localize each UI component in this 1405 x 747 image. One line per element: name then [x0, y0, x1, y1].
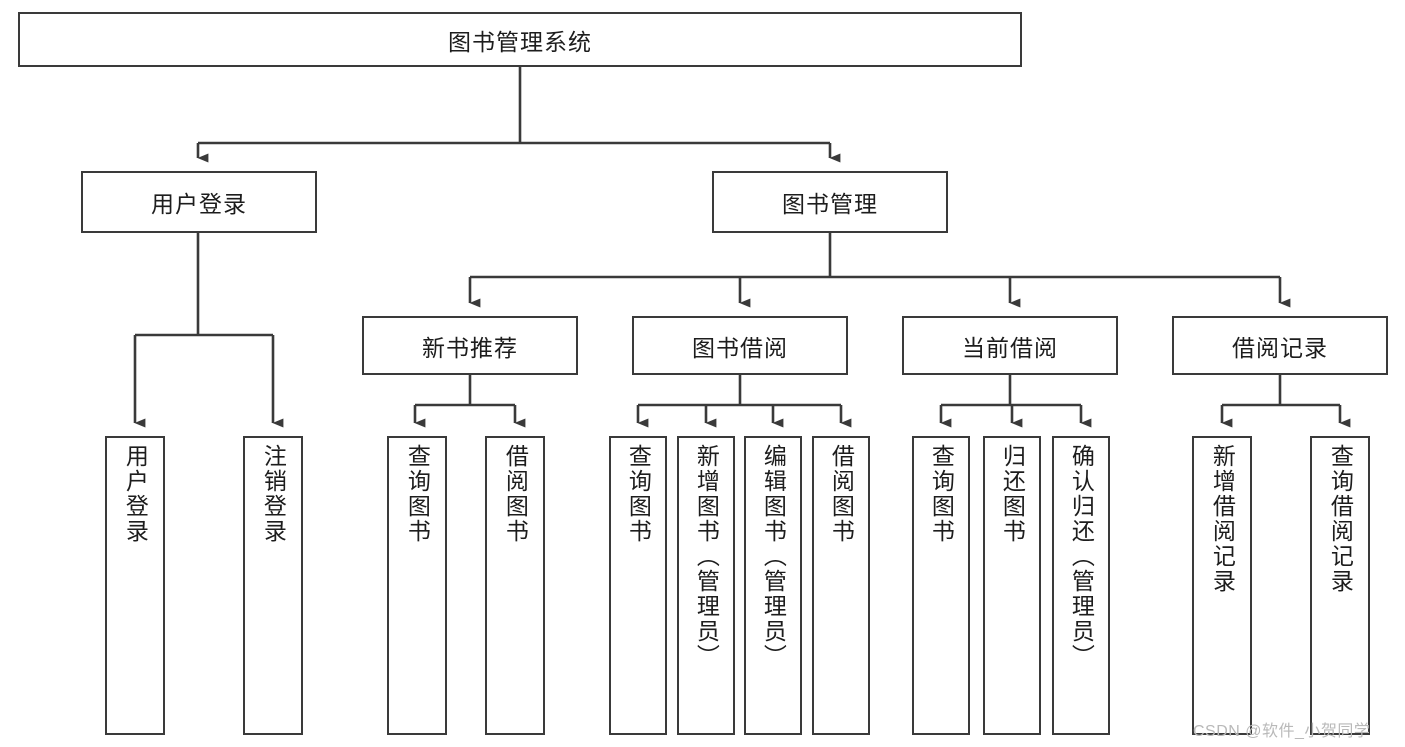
node-book-borrow[interactable]: 图书借阅: [632, 316, 848, 375]
node-label: 图书管理: [782, 191, 878, 217]
leaf-confirm-return-admin[interactable]: 确认归还（管理员）: [1052, 436, 1110, 735]
node-label: 查询图书: [928, 444, 955, 544]
node-label: 查询图书: [625, 444, 652, 544]
node-label: 确认归还（管理员）: [1068, 444, 1095, 669]
leaf-query-book-3[interactable]: 查询图书: [912, 436, 970, 735]
csdn-watermark: CSDN @软件_小贺同学: [1193, 723, 1371, 740]
leaf-query-book-2[interactable]: 查询图书: [609, 436, 667, 735]
leaf-return-book[interactable]: 归还图书: [983, 436, 1041, 735]
node-label: 查询借阅记录: [1327, 444, 1354, 594]
node-current-borrow[interactable]: 当前借阅: [902, 316, 1118, 375]
node-label: 借阅记录: [1232, 334, 1328, 361]
node-label: 查询图书: [404, 444, 431, 544]
leaf-add-borrow-record[interactable]: 新增借阅记录: [1192, 436, 1252, 735]
node-label: 用户登录: [122, 444, 149, 544]
node-label: 编辑图书（管理员）: [760, 444, 787, 669]
leaf-borrow-book-2[interactable]: 借阅图书: [812, 436, 870, 735]
node-label: 注销登录: [260, 444, 287, 544]
leaf-logout-login[interactable]: 注销登录: [243, 436, 303, 735]
node-label: 新增借阅记录: [1209, 444, 1236, 594]
leaf-query-book-1[interactable]: 查询图书: [387, 436, 447, 735]
node-label: 图书管理系统: [448, 28, 592, 55]
node-label: 借阅图书: [502, 444, 529, 544]
node-new-book-recommend[interactable]: 新书推荐: [362, 316, 578, 375]
node-book-management-system[interactable]: 图书管理系统: [18, 12, 1022, 67]
leaf-add-book-admin[interactable]: 新增图书（管理员）: [677, 436, 735, 735]
node-book-management[interactable]: 图书管理: [712, 171, 948, 233]
node-borrow-record[interactable]: 借阅记录: [1172, 316, 1388, 375]
node-label: 用户登录: [151, 191, 247, 217]
node-label: 当前借阅: [962, 334, 1058, 361]
node-label: 新增图书（管理员）: [693, 444, 720, 669]
node-label: 新书推荐: [422, 334, 518, 361]
leaf-edit-book-admin[interactable]: 编辑图书（管理员）: [744, 436, 802, 735]
node-label: 图书借阅: [692, 334, 788, 361]
node-label: 借阅图书: [828, 444, 855, 544]
leaf-query-borrow-record[interactable]: 查询借阅记录: [1310, 436, 1370, 735]
leaf-user-login[interactable]: 用户登录: [105, 436, 165, 735]
node-label: 归还图书: [999, 444, 1026, 544]
leaf-borrow-book-1[interactable]: 借阅图书: [485, 436, 545, 735]
node-user-login[interactable]: 用户登录: [81, 171, 317, 233]
